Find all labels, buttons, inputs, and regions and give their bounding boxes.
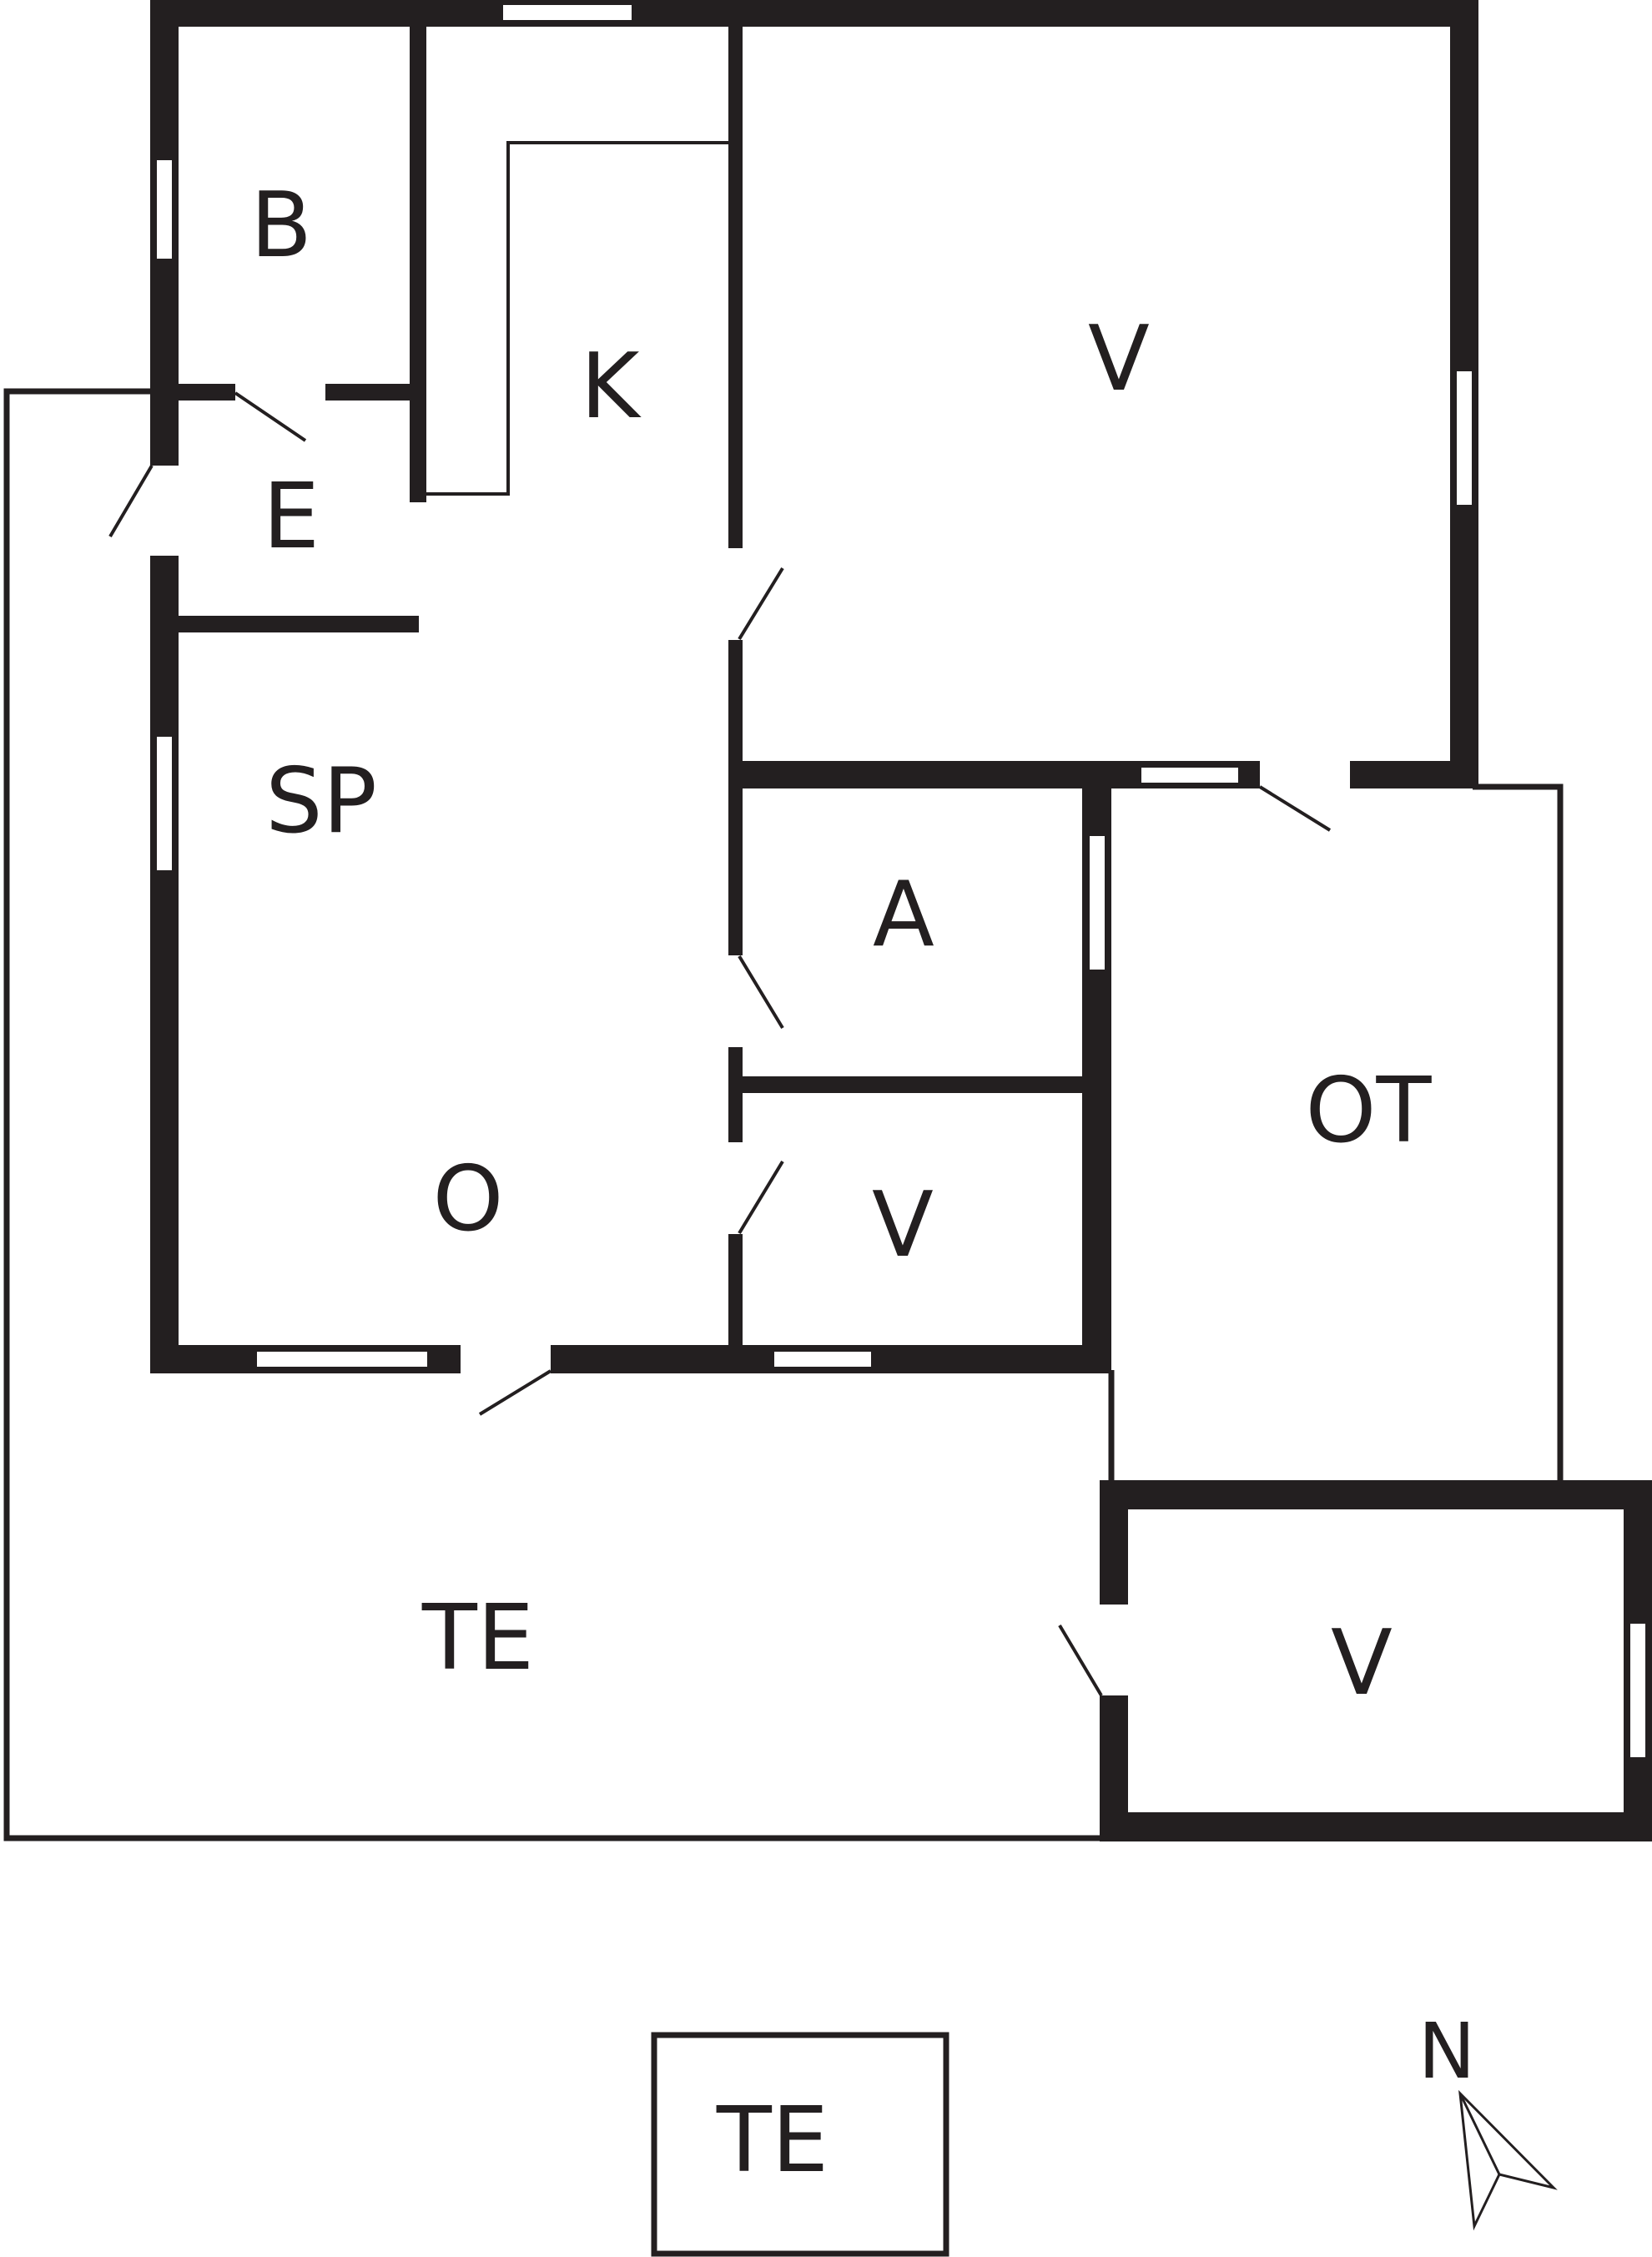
window-v-bottom-right — [1627, 1620, 1649, 1761]
door-gap-entrance — [150, 466, 179, 556]
thin-outlines — [3, 141, 1564, 2257]
compass-arrow-ridge — [1458, 2093, 1501, 2175]
window-bottom-mid — [771, 1348, 874, 1370]
door-terrace — [478, 1369, 552, 1416]
wall-v-bottom-bottom — [1100, 1812, 1652, 1841]
door-bath — [234, 391, 307, 442]
compass-arrow — [1458, 2089, 1558, 2231]
wall-e-sp — [150, 616, 419, 632]
room-label-e: E — [263, 465, 320, 569]
window-a-right — [1086, 833, 1108, 973]
window-sp — [154, 733, 175, 874]
window-ot-top — [1138, 764, 1242, 786]
room-label-ot: OT — [1306, 1059, 1433, 1163]
wall-a-v — [734, 1076, 1085, 1093]
openings — [150, 384, 1350, 1695]
room-label-te-main: TE — [421, 1586, 534, 1690]
door-gap-ot — [1260, 761, 1350, 788]
door-gap-v-middle — [728, 1142, 743, 1234]
door-gap-a — [728, 955, 743, 1047]
wall-v-bottom-top — [1100, 1480, 1652, 1509]
door-a — [738, 955, 784, 1030]
compass-north-label: N — [1418, 2007, 1476, 2096]
room-label-te-detached: TE — [716, 2088, 829, 2193]
room-label-k: K — [581, 335, 642, 439]
door-entrance — [108, 464, 154, 538]
room-label-b: B — [250, 174, 312, 278]
window-living-right — [1453, 368, 1475, 508]
door-gap-v-bottom — [1100, 1605, 1128, 1695]
room-label-a: A — [873, 863, 934, 967]
room-label-o: O — [432, 1147, 503, 1252]
window-top — [500, 2, 635, 23]
north-arrow-icon: N — [1418, 2007, 1558, 2231]
wall-bath-kitchen — [410, 0, 426, 502]
door-living — [738, 567, 784, 641]
door-swings — [108, 391, 1332, 1697]
door-ot — [1258, 785, 1332, 832]
detached-terrace-outline — [651, 2032, 949, 2257]
kitchen-counter — [425, 141, 734, 496]
walls — [150, 0, 1652, 1841]
door-v-bottom — [1058, 1624, 1103, 1697]
door-gap-terrace — [461, 1345, 551, 1373]
ot-outline — [1473, 783, 1564, 1483]
window-bottom-left — [254, 1348, 431, 1370]
window-bath — [154, 157, 175, 262]
room-labels: B K V E SP A OT O V TE V TE — [250, 174, 1433, 2193]
door-gap-living — [728, 548, 743, 640]
room-label-v-top: V — [1088, 307, 1150, 411]
door-v-middle — [738, 1160, 784, 1235]
wall-top — [150, 0, 1478, 27]
windows — [154, 2, 1649, 1761]
door-gap-bath — [235, 384, 325, 401]
room-label-v-bottom: V — [1331, 1611, 1393, 1715]
room-label-v-middle: V — [872, 1173, 934, 1277]
room-label-sp: SP — [265, 749, 377, 854]
